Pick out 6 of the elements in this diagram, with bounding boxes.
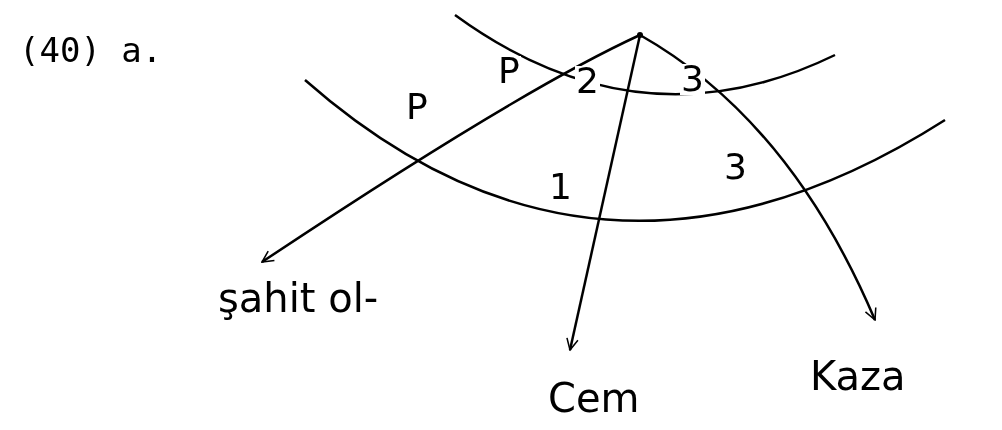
example-number: (40) a.: [18, 36, 164, 65]
relation-label: 3: [680, 64, 705, 95]
root-point: [637, 32, 643, 38]
node-label: Kaza: [810, 356, 906, 396]
node-label: Cem: [548, 378, 640, 418]
node-label: şahit ol-: [218, 278, 379, 318]
